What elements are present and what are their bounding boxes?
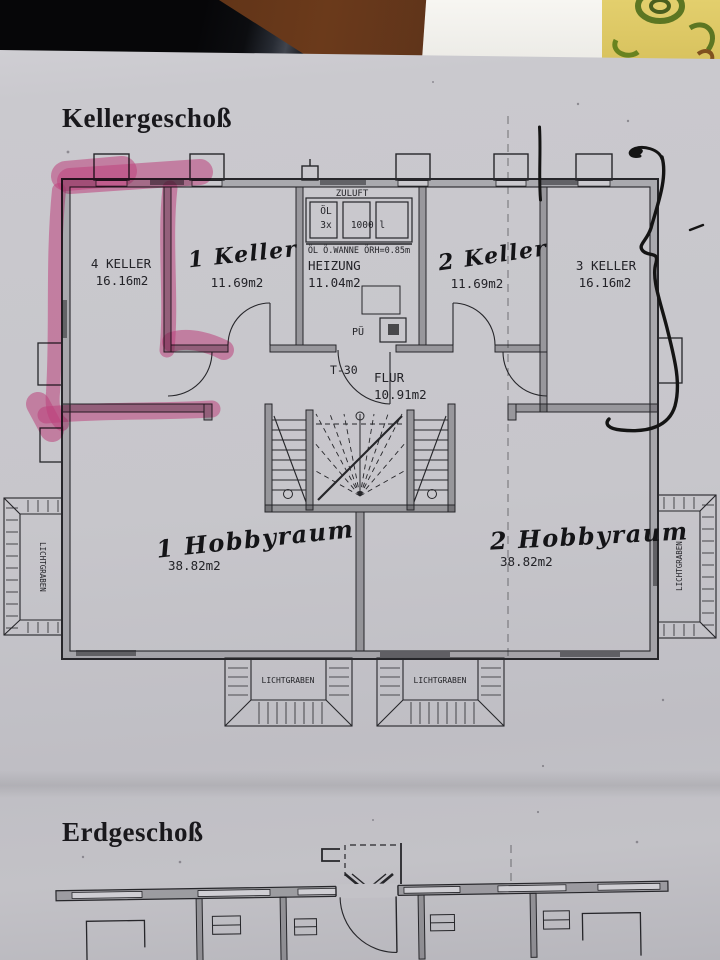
ground-floor-walls [55,880,669,960]
hobby-room-1-area: 38.82m2 [168,558,221,573]
room-2-keller-label-handwritten: 2 Keller [436,235,549,276]
radiators [211,910,571,936]
room-2-keller-area: 11.69m2 [451,276,504,291]
oil-label: ÖL [320,206,332,217]
stairs [264,403,456,513]
basement-heading: Kellergeschoß [62,103,232,133]
patterned-placemat [602,0,720,62]
hobby-room-1-label-handwritten: 1 Hobbyraum [155,514,356,564]
flur-area: 10.91m2 [374,387,427,402]
oil-tanks [305,197,413,245]
light-well-bottom-2 [376,657,505,727]
room-1-keller-label-handwritten: 1 Keller [187,236,299,273]
ground-floor-plan [55,843,669,960]
oil-pan-label: ÖL Ö.WANNE ÖRH=0.85m [308,245,410,256]
hobby-room-2-label-handwritten: 2 Hobbyraum [488,516,689,555]
lichtgraben-label-bottom-2: LICHTGRABEN [414,676,467,685]
ground-floor-heading: Erdgeschoß [62,817,204,847]
zuluft-label: ZULUFT [336,189,369,199]
oil-size-label: 1000 l [351,220,385,231]
heizung-label: HEIZUNG [308,258,361,273]
heizung-pit [361,285,401,315]
pen-annotations [538,125,705,433]
lichtgraben-label-bottom-1: LICHTGRABEN [262,676,315,685]
lichtgraben-label-left: LICHTGRABEN [38,542,47,592]
oil-count-label: 3x [320,220,332,231]
lichtgraben-label-right: LICHTGRABEN [675,541,684,591]
light-well-left [3,497,63,636]
fire-door-label: T-30 [330,363,358,377]
placemat-pattern [612,0,715,61]
section-line [507,116,512,884]
room-3-keller-area: 16.16m2 [579,275,632,290]
pue-label: PÜ [352,325,364,338]
pue-box [379,317,407,343]
light-well-bottom-1 [224,657,353,727]
hobby-room-2-area: 38.82m2 [500,554,553,569]
paper-fold-shadow [0,770,720,798]
light-well-right [657,494,717,639]
room-4-keller-label: 4 KELLER [91,256,152,271]
paper-specks [66,81,665,864]
heizung-area: 11.04m2 [308,275,361,290]
room-4-keller-area: 16.16m2 [96,273,149,288]
basement-floor-plan: 4 KELLER 16.16m2 1 Keller 11.69m2 ZULUFT… [3,81,717,884]
room-1-keller-area: 11.69m2 [211,275,264,290]
flur-label: FLUR [374,370,405,385]
room-3-keller-label: 3 KELLER [576,258,637,273]
pink-highlighter-marks [26,156,234,442]
